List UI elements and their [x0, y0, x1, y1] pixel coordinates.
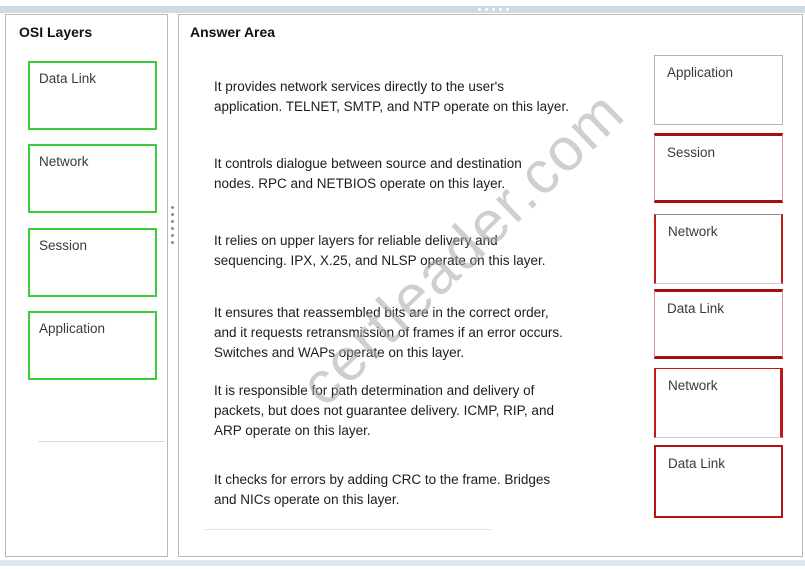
- bottom-splitter-bar[interactable]: [0, 560, 805, 566]
- panel-splitter-grip[interactable]: [171, 206, 174, 244]
- answer-panel-divider: [204, 529, 492, 530]
- question-text-application: It provides network services directly to…: [214, 79, 569, 114]
- answer-slot-2[interactable]: Session: [654, 133, 783, 203]
- answer-slot-6[interactable]: Data Link: [654, 445, 783, 518]
- horizontal-grip-dots-icon: [478, 8, 509, 11]
- answer-area-title: Answer Area: [190, 24, 276, 40]
- question-text-data-link-1: It ensures that reassembled bits are in …: [214, 305, 563, 360]
- osi-layers-panel-title: OSI Layers: [19, 24, 93, 40]
- source-item-data-link[interactable]: Data Link: [28, 61, 157, 130]
- answer-slot-3[interactable]: Network: [654, 214, 783, 284]
- left-panel-divider: [38, 441, 165, 442]
- source-item-network[interactable]: Network: [28, 144, 157, 213]
- question-text-session: It controls dialogue between source and …: [214, 156, 522, 191]
- question-text-data-link-2: It checks for errors by adding CRC to th…: [214, 472, 551, 507]
- answer-slot-4[interactable]: Data Link: [654, 289, 783, 359]
- question-text-network-1: It relies on upper layers for reliable d…: [214, 233, 546, 268]
- osi-layers-panel: OSI Layers Data Link Network Session App…: [5, 14, 168, 557]
- top-splitter-bar[interactable]: [0, 6, 805, 13]
- source-item-application[interactable]: Application: [28, 311, 157, 380]
- question-text-network-2: It is responsible for path determination…: [214, 383, 554, 438]
- answer-slot-5[interactable]: Network: [654, 368, 783, 438]
- answer-area-panel: Answer Area It provides network services…: [178, 14, 803, 557]
- answer-slot-1[interactable]: Application: [654, 55, 783, 125]
- source-item-session[interactable]: Session: [28, 228, 157, 297]
